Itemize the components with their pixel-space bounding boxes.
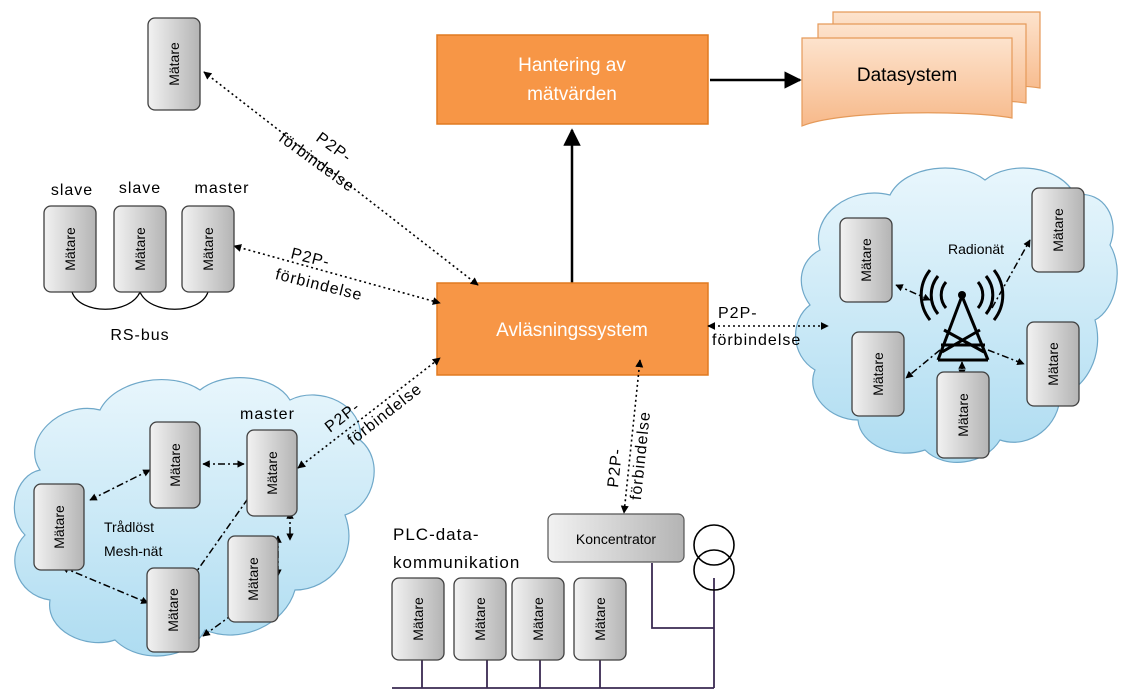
p2p-label-koncentrator: P2P- förbindelse <box>605 410 654 501</box>
top-meter: Mätare <box>147 17 201 111</box>
rs-role-3: master <box>195 180 250 197</box>
rs-role-2: slave <box>119 180 161 197</box>
radio-meter-3: Mätare <box>851 331 905 417</box>
rs-bus-group: slave slave master RS-bus <box>51 180 250 344</box>
koncentrator-label: Koncentrator <box>576 531 656 547</box>
radio-meter-1-label: Mätare <box>858 238 874 282</box>
rs-meter-master: Mätare <box>181 205 235 293</box>
mesh-link-2 <box>89 469 151 501</box>
radio-meter-2-label: Mätare <box>1050 208 1066 252</box>
plc-texts: PLC-data- kommunikation <box>393 525 520 572</box>
hantering-label-line2: mätvärden <box>527 84 617 105</box>
radio-meter-4: Mätare <box>1026 321 1080 407</box>
rs-meter-slave-1: Mätare <box>43 205 97 293</box>
radio-link-2 <box>991 239 1031 309</box>
top-meter-label: Mätare <box>166 42 182 86</box>
radio-tower-icon: Radionät <box>919 241 1005 362</box>
svg-text:P2P-: P2P- <box>289 245 332 271</box>
rs-bus-curve <box>71 290 209 310</box>
p2p-line-rs-bus <box>233 244 441 305</box>
radio-meter-5-label: Mätare <box>955 393 971 437</box>
radio-label: Radionät <box>948 241 1004 257</box>
plc-label-line2: kommunikation <box>393 553 520 572</box>
mesh-meter-3-label: Mätare <box>245 557 261 601</box>
radio-link-3 <box>905 349 941 379</box>
radio-link-1 <box>895 284 931 301</box>
mesh-label-line2: Mesh-nät <box>104 543 162 559</box>
mesh-meter-master-label: Mätare <box>264 451 280 495</box>
mesh-meter-2-label: Mätare <box>51 505 67 549</box>
plc-meter-2: Mätare <box>453 577 507 661</box>
svg-text:förbindelse: förbindelse <box>712 332 801 349</box>
rs-meter-master-label: Mätare <box>200 227 216 271</box>
p2p-label-top-meter: P2P- förbindelse <box>275 129 357 195</box>
hantering-label-line1: Hantering av <box>518 55 626 76</box>
svg-text:förbindelse: förbindelse <box>628 410 654 501</box>
radio-link-5 <box>987 349 1025 366</box>
svg-text:P2P-: P2P- <box>605 447 626 488</box>
rs-role-1: slave <box>51 182 93 199</box>
mesh-meter-1-label: Mätare <box>167 443 183 487</box>
p2p-line-koncentrator <box>620 359 644 514</box>
datasystem-label: Datasystem <box>857 65 957 86</box>
transformer-icon <box>693 524 735 591</box>
plc-label-line1: PLC-data- <box>393 525 479 544</box>
mesh-meter-3: Mätare <box>227 535 279 623</box>
rs-meter-slave-1-label: Mätare <box>62 227 78 271</box>
radio-meter-4-label: Mätare <box>1045 342 1061 386</box>
mesh-meter-master: Mätare <box>246 429 298 517</box>
hantering-box: Hantering av mätvärden <box>436 34 709 125</box>
plc-meter-1: Mätare <box>391 577 445 661</box>
radio-meter-2: Mätare <box>1031 187 1085 273</box>
svg-text:P2P-: P2P- <box>718 305 758 322</box>
plc-meter-3: Mätare <box>511 577 565 661</box>
datasystem-stack: Datasystem <box>801 11 1041 127</box>
plc-meter-4-label: Mätare <box>592 597 608 641</box>
mesh-meter-2: Mätare <box>33 483 85 571</box>
plc-meter-3-label: Mätare <box>530 597 546 641</box>
rs-meter-slave-2: Mätare <box>113 205 167 293</box>
avlasning-label: Avläsningssystem <box>496 320 648 341</box>
p2p-label-rs-bus: P2P- förbindelse <box>274 245 365 304</box>
p2p-label-radio: P2P- förbindelse <box>712 305 801 349</box>
radio-meter-5: Mätare <box>936 371 990 459</box>
mesh-texts: Trådlöst Mesh-nät master <box>104 406 295 559</box>
avlasning-box: Avläsningssystem <box>436 282 709 376</box>
mesh-meter-4: Mätare <box>146 567 200 653</box>
mesh-master-label: master <box>240 406 295 423</box>
mesh-link-3 <box>61 566 149 604</box>
plc-meter-2-label: Mätare <box>472 597 488 641</box>
rs-meter-slave-2-label: Mätare <box>132 227 148 271</box>
radio-meter-1: Mätare <box>839 217 893 303</box>
plc-meter-4: Mätare <box>573 577 627 661</box>
mesh-meter-4-label: Mätare <box>165 588 181 632</box>
mesh-link-4 <box>191 489 255 579</box>
plc-meter-1-label: Mätare <box>410 597 426 641</box>
radio-meter-3-label: Mätare <box>870 352 886 396</box>
mesh-meter-1: Mätare <box>149 421 201 509</box>
koncentrator-box: Koncentrator <box>547 513 685 563</box>
plc-wiring <box>392 563 715 689</box>
svg-text:förbindelse: förbindelse <box>274 266 365 304</box>
rs-bus-label: RS-bus <box>110 327 169 344</box>
mesh-label-line1: Trådlöst <box>104 519 154 535</box>
